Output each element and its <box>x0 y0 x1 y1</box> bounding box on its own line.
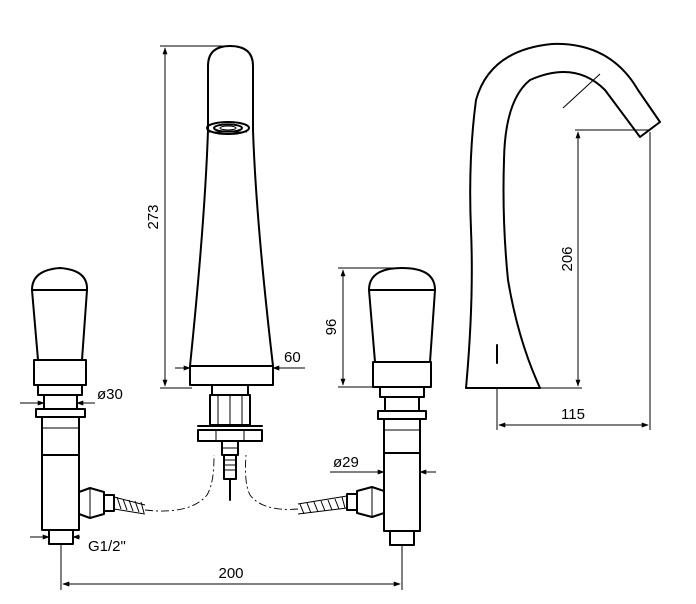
hose-centerlines <box>144 454 299 512</box>
dimension-outlet-height: 206 <box>540 129 650 389</box>
dimension-valve-spacing: 200 <box>60 545 403 590</box>
dimension-inlet-thread: G1/2" <box>30 534 126 555</box>
dimension-spout-base: 60 <box>175 349 305 371</box>
spout-side-view <box>465 42 661 389</box>
dimension-label-o30: ø30 <box>97 386 123 403</box>
dimension-handle-height: 96 <box>323 267 400 388</box>
dimension-spout-height: 273 <box>145 45 230 389</box>
left-valve-assembly <box>31 267 146 545</box>
dimension-label-200: 200 <box>218 565 243 582</box>
spout-mounting-fitting <box>197 384 263 501</box>
dimension-right-valve-diameter: ø29 <box>330 454 436 475</box>
dimension-label-96: 96 <box>323 319 340 336</box>
right-valve-assembly <box>297 267 436 546</box>
dimension-label-60: 60 <box>284 349 301 366</box>
dimension-spout-reach: 115 <box>496 132 651 430</box>
dimension-label-g12: G1/2" <box>88 538 126 555</box>
spout-front-view <box>189 45 274 386</box>
dimension-label-206: 206 <box>559 246 576 271</box>
dimension-label-o29: ø29 <box>333 454 359 471</box>
dimension-left-valve-diameter: ø30 <box>20 386 123 406</box>
dimension-label-115: 115 <box>561 406 585 423</box>
dimension-label-273: 273 <box>145 204 162 229</box>
